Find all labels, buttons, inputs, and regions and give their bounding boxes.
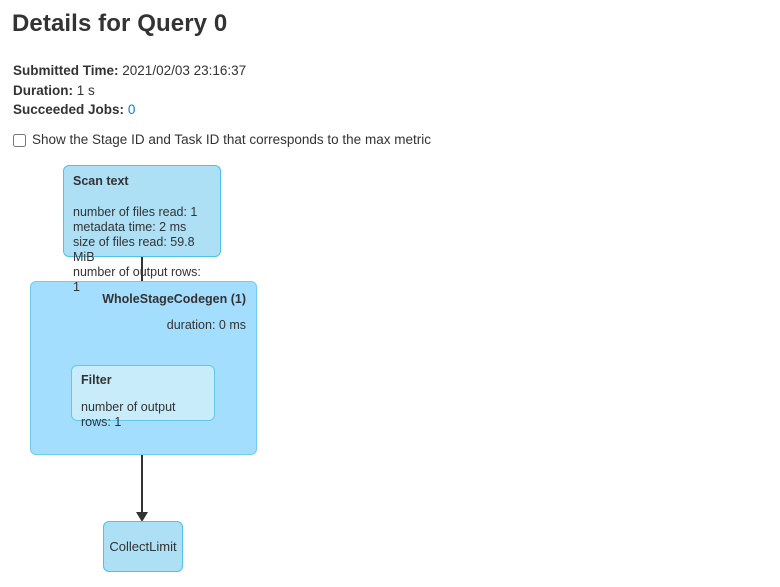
cluster-header: WholeStageCodegen (1) duration: 0 ms [102,291,246,333]
node-title: CollectLimit [109,539,177,554]
graph-node-collect-limit[interactable]: CollectLimit [103,521,183,572]
duration-value: 1 s [76,82,95,98]
show-stage-task-id-row[interactable]: Show the Stage ID and Task ID that corre… [13,131,431,149]
show-stage-task-id-checkbox[interactable] [13,133,26,147]
cluster-metrics: duration: 0 ms [166,318,246,332]
node-metrics: number of output rows: 1 [81,400,176,429]
succeeded-jobs-label: Succeeded Jobs: [13,102,125,117]
query-summary: Submitted Time: 2021/02/03 23:16:37 Dura… [13,61,246,120]
summary-row-submitted-time: Submitted Time: 2021/02/03 23:16:37 [13,61,246,81]
graph-node-filter[interactable]: Filter number of output rows: 1 [71,365,215,429]
node-metrics: number of files read: 1 metadata time: 2… [73,205,201,294]
summary-row-duration: Duration: 1 s [13,81,246,101]
submitted-time-label: Submitted Time: [13,63,119,78]
page-title: Details for Query 0 [12,10,228,37]
node-title: Scan text [73,174,129,188]
show-stage-task-id-label[interactable]: Show the Stage ID and Task ID that corre… [32,132,431,147]
cluster-title: WholeStageCodegen (1) [102,292,246,306]
query-plan-graph: WholeStageCodegen (1) duration: 0 ms Sca… [0,155,780,587]
duration-label: Duration: [13,82,73,98]
node-title: Filter [81,373,112,387]
graph-node-scan-text[interactable]: Scan text number of files read: 1 metada… [63,165,221,294]
summary-row-succeeded-jobs: Succeeded Jobs: 0 [13,100,246,120]
succeeded-jobs-link[interactable]: 0 [127,102,136,117]
submitted-time-value: 2021/02/03 23:16:37 [122,63,247,78]
